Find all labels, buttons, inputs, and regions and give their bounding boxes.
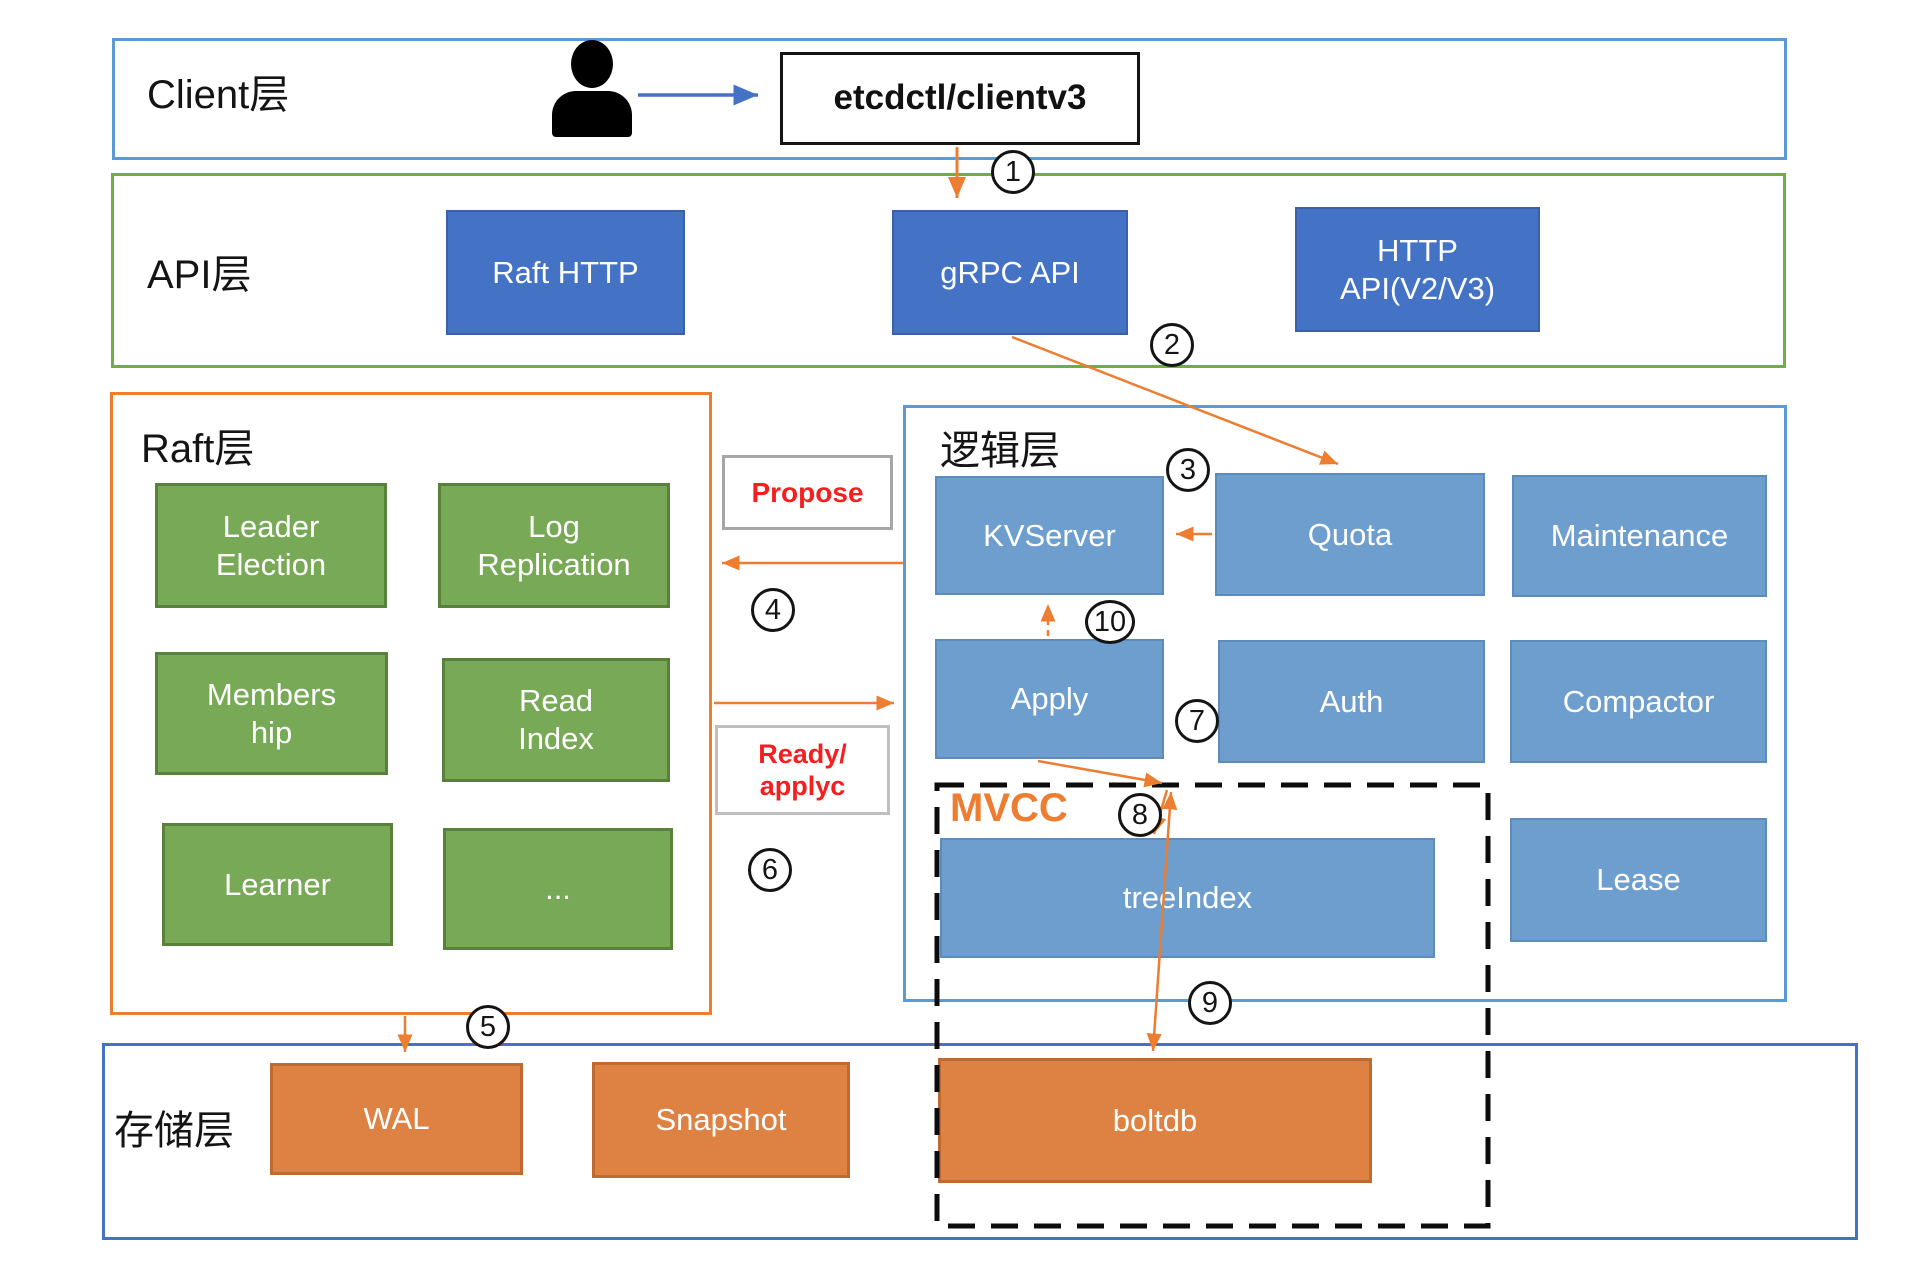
lease-label: Lease [1596, 862, 1681, 898]
snapshot-label: Snapshot [655, 1102, 787, 1138]
step-badge-7: 7 [1175, 699, 1219, 743]
layer-raft [110, 392, 712, 1015]
step-4-number: 4 [764, 593, 782, 626]
etcdctl-label: etcdctl/clientv3 [833, 78, 1087, 118]
person-body-shape [552, 91, 632, 137]
http-api-label-line1: HTTP [1377, 232, 1458, 268]
step-badge-1: 1 [991, 150, 1035, 194]
step-10-number: 10 [1093, 605, 1127, 638]
step-badge-9: 9 [1188, 981, 1232, 1025]
grpc-api-label: gRPC API [940, 254, 1080, 290]
step-9-number: 9 [1201, 986, 1219, 1019]
layer-api [111, 173, 1786, 368]
raft-layer-label: Raft层 [141, 427, 255, 471]
person-icon [552, 40, 632, 137]
step-badge-6: 6 [748, 848, 792, 892]
auth-label: Auth [1319, 683, 1384, 719]
layer-client [112, 38, 1787, 160]
storage-layer-label: 存储层 [114, 1109, 234, 1153]
step-1-number: 1 [1004, 155, 1022, 188]
leader-election-line2: Election [215, 546, 327, 582]
step-badge-4: 4 [751, 588, 795, 632]
step-badge-2: 2 [1150, 323, 1194, 367]
node-compactor: Compactor [1510, 640, 1767, 763]
read-index-line1: Read [518, 683, 594, 719]
read-index-line2: Index [518, 721, 594, 756]
leader-election-line1: Leader [222, 508, 320, 544]
learner-label: Learner [224, 866, 331, 902]
log-replication-line2: Replication [477, 546, 631, 582]
logic-layer-label: 逻辑层 [940, 429, 1060, 473]
step-5-number: 5 [479, 1010, 497, 1043]
membership-line2: hip [250, 714, 293, 750]
node-ellipsis: ... [443, 828, 673, 950]
node-lease: Lease [1510, 818, 1767, 942]
step-badge-8: 8 [1118, 793, 1162, 837]
log-replication-line1: Log [528, 508, 580, 544]
node-maintenance: Maintenance [1512, 475, 1767, 597]
node-grpc-api: gRPC API [892, 210, 1128, 335]
step-badge-5: 5 [466, 1005, 510, 1049]
node-kvserver: KVServer [935, 476, 1164, 595]
wal-label: WAL [363, 1101, 430, 1137]
propose-channel-label: Propose [722, 455, 893, 530]
node-membership: Members hip [155, 652, 388, 775]
node-leader-election: Leader Election [155, 483, 387, 608]
node-log-replication: Log Replication [438, 483, 670, 608]
propose-text: Propose [751, 476, 864, 508]
node-raft-http: Raft HTTP [446, 210, 685, 335]
node-wal: WAL [270, 1063, 523, 1175]
step-3-number: 3 [1179, 453, 1197, 486]
node-auth: Auth [1218, 640, 1485, 763]
ready-text-line2: applyc [759, 771, 846, 801]
node-etcdctl-clientv3: etcdctl/clientv3 [780, 52, 1140, 145]
step-badge-3: 3 [1166, 448, 1210, 492]
maintenance-label: Maintenance [1550, 518, 1729, 554]
node-read-index: Read Index [442, 658, 670, 782]
person-head-shape [571, 40, 613, 88]
client-layer-label: Client层 [147, 73, 290, 117]
quota-label: Quota [1307, 516, 1393, 552]
apply-label: Apply [1010, 681, 1089, 717]
step-badge-10: 10 [1085, 600, 1135, 644]
ready-applyc-channel-label: Ready/ applyc [715, 725, 890, 815]
http-api-label-line2: API(V2/V3) [1339, 270, 1496, 306]
node-quota: Quota [1215, 473, 1485, 596]
ellipsis-label: ... [545, 871, 571, 907]
boltdb-label: boltdb [1112, 1102, 1198, 1138]
api-layer-label: API层 [147, 253, 252, 297]
mvcc-group-label: MVCC [950, 786, 1068, 830]
step-2-number: 2 [1163, 328, 1181, 361]
node-boltdb: boltdb [938, 1058, 1372, 1183]
compactor-label: Compactor [1562, 683, 1715, 719]
node-apply: Apply [935, 639, 1164, 759]
treeindex-label: treeIndex [1122, 880, 1253, 916]
node-http-api: HTTP API(V2/V3) [1295, 207, 1540, 332]
step-8-number: 8 [1131, 798, 1149, 831]
raft-http-label: Raft HTTP [492, 254, 639, 290]
step-6-number: 6 [761, 853, 779, 886]
step-7-number: 7 [1188, 704, 1206, 737]
node-learner: Learner [162, 823, 393, 946]
node-snapshot: Snapshot [592, 1062, 850, 1178]
node-treeindex: treeIndex [940, 838, 1435, 958]
ready-text-line1: Ready/ [758, 738, 847, 769]
kvserver-label: KVServer [983, 517, 1116, 553]
membership-line1: Members [206, 676, 337, 712]
